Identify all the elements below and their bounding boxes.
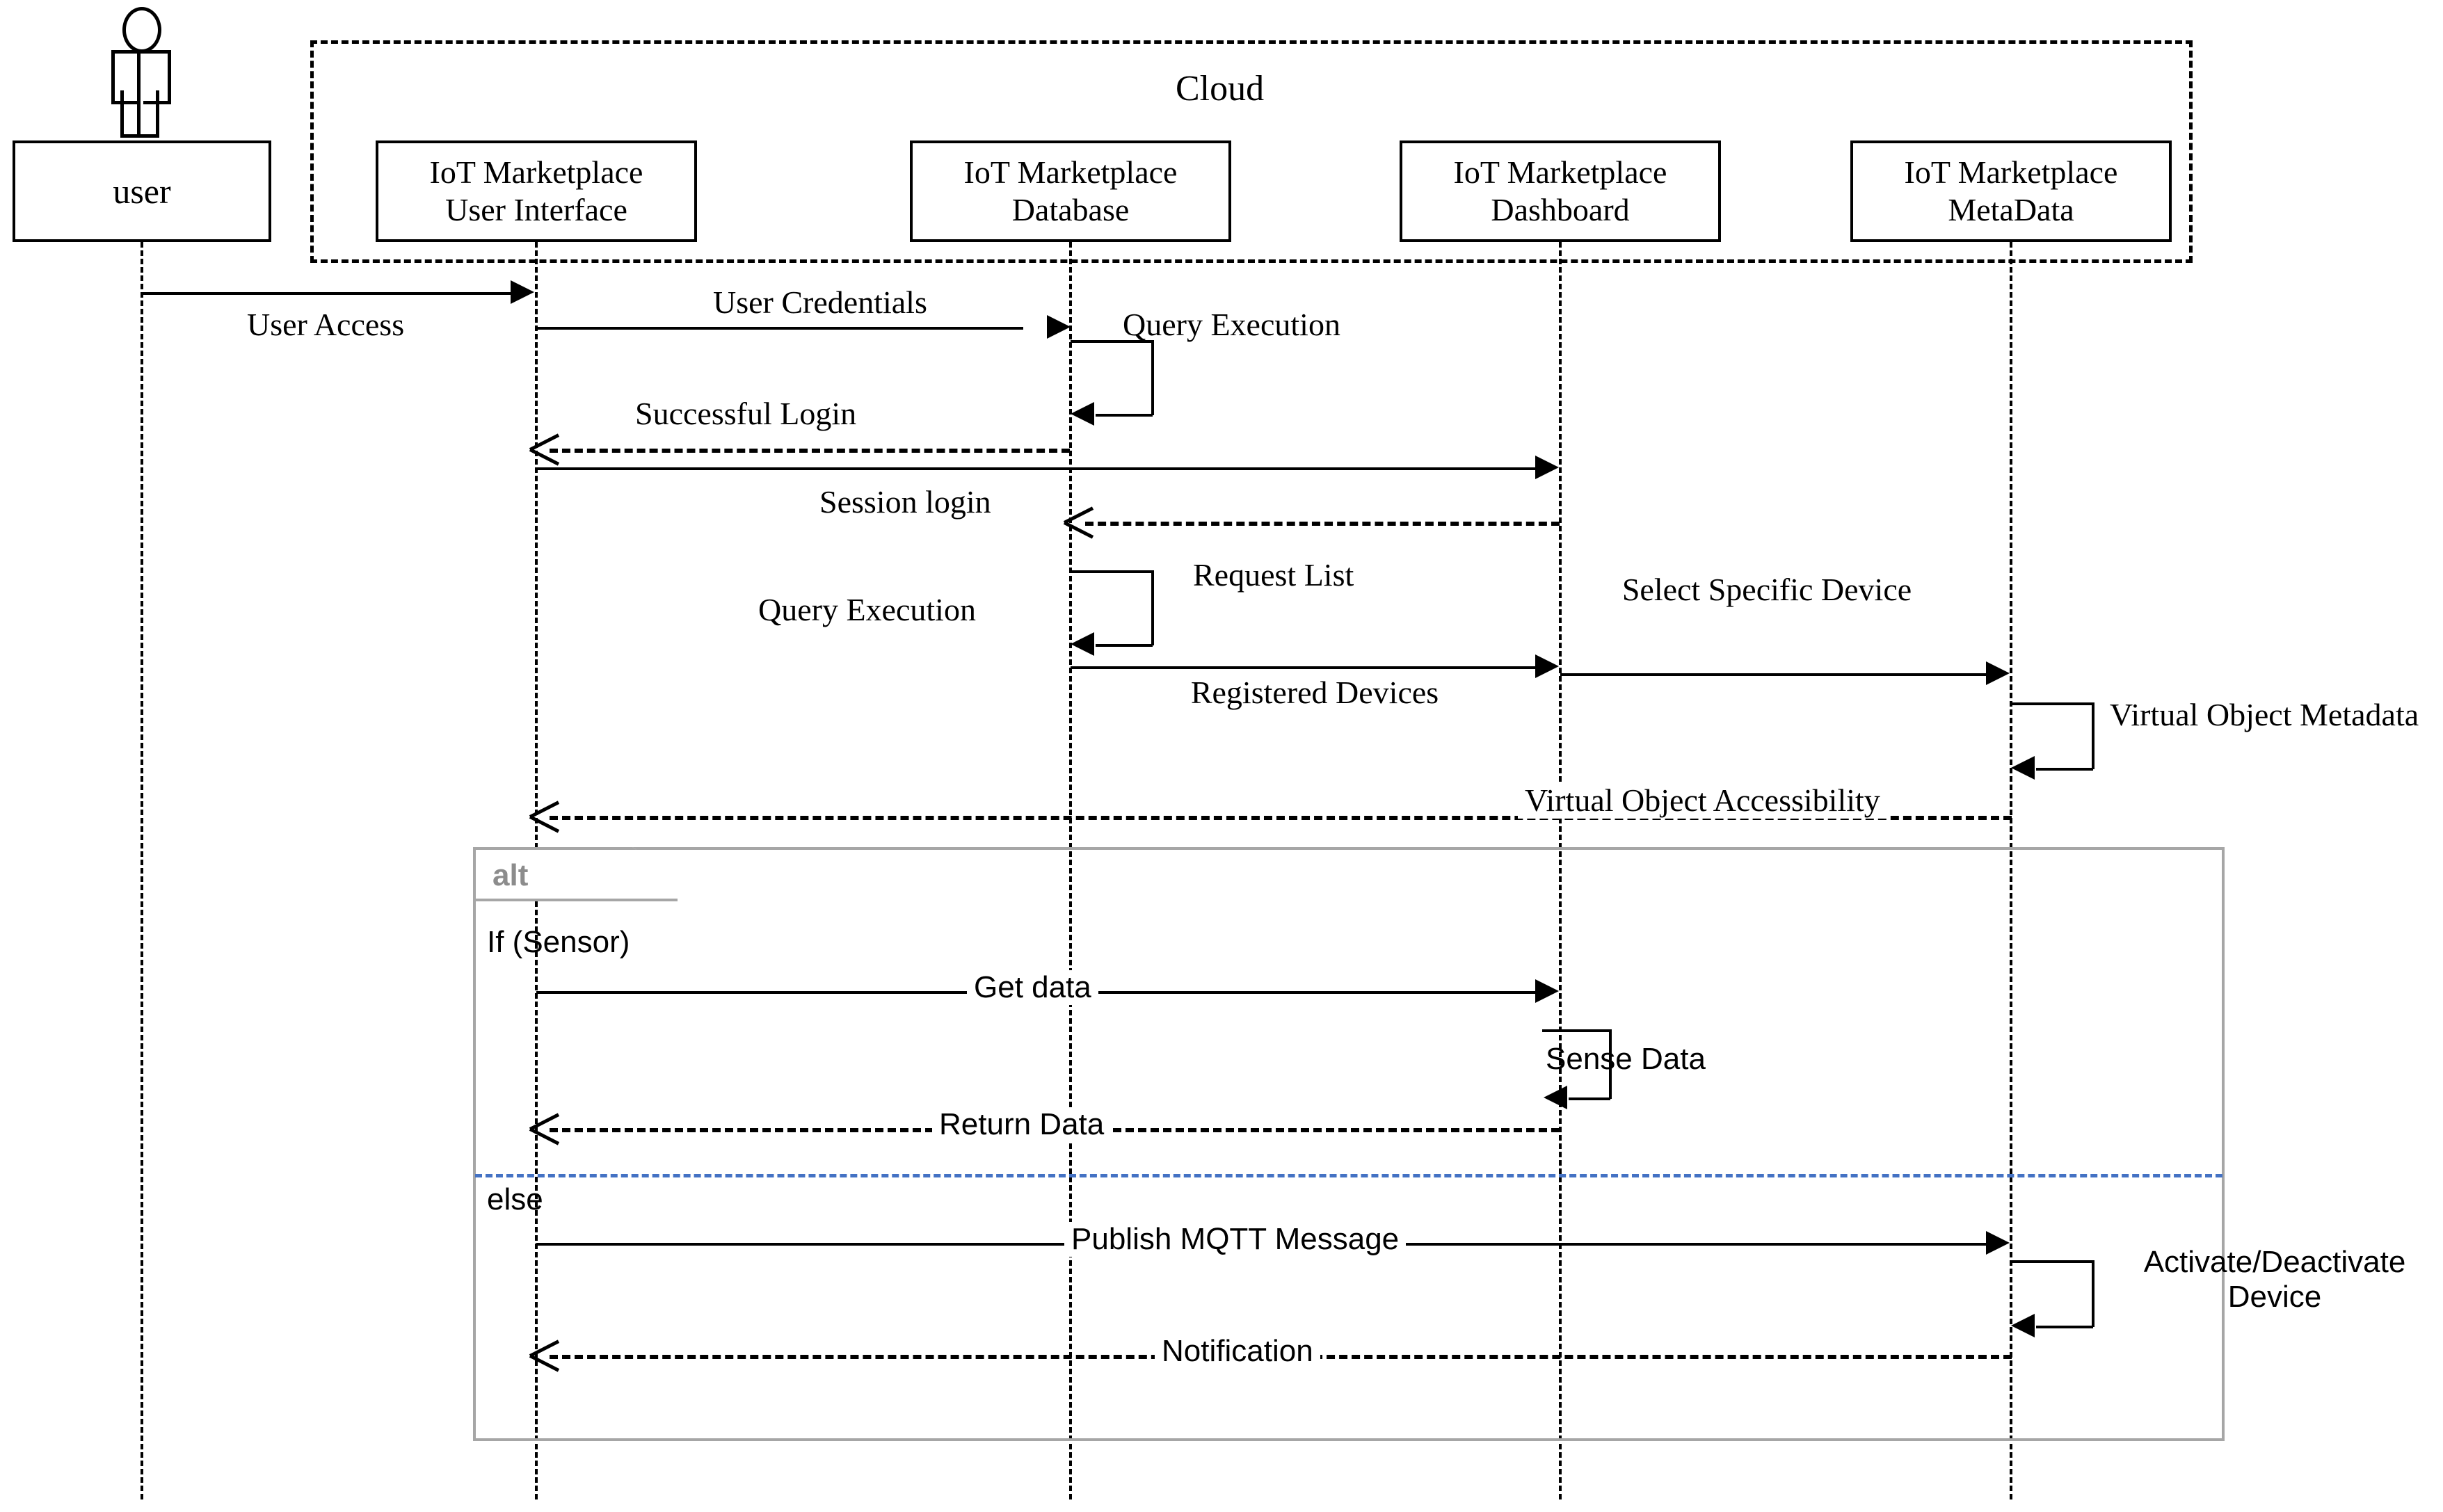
lifeline-dashboard-label2: Dashboard [1491, 192, 1630, 227]
selfmsg-bottom-query-execution-1 [1096, 414, 1153, 417]
message-label-return-data: Return Data [932, 1107, 1112, 1142]
arrowhead-sense-data [1544, 1086, 1567, 1109]
lifeline-metadata [2010, 242, 2012, 1499]
arrowhead-successful-login [530, 433, 559, 464]
selfmsg-side-query-execution-1 [1151, 340, 1154, 415]
lifeline-header-dashboard[interactable]: IoT Marketplace Dashboard [1400, 140, 1721, 242]
cloud-frame-label: Cloud [1176, 69, 1265, 108]
message-arrow-user-credentials [536, 327, 1023, 330]
message-label-activate-deactivate-device: Activate/Deactivate Device [2143, 1245, 2406, 1314]
message-label-virtual-object-accessibility: Virtual Object Accessibility [1518, 782, 1887, 819]
alt-operand-separator [475, 1174, 2222, 1177]
arrowhead-publish-mqtt-message [1986, 1231, 2010, 1255]
message-label-query-execution-1: Query Execution [1123, 307, 1340, 342]
arrowhead-registered-devices [1535, 654, 1559, 678]
arrowhead-virtual-object-accessibility [530, 801, 559, 831]
arrowhead-return-data [530, 1113, 559, 1143]
alt-guard-if-sensor: If (Sensor) [487, 925, 630, 959]
arrowhead-notification [530, 1340, 559, 1370]
message-label-user-credentials: User Credentials [706, 284, 934, 321]
selfmsg-top-virtual-object-metadata [2011, 702, 2094, 705]
actor-stick-figure [97, 7, 188, 138]
message-label-get-data: Get data [967, 970, 1098, 1005]
lifeline-metadata-label1: IoT Marketplace [1904, 154, 2118, 190]
message-arrow-session-login [536, 467, 1537, 470]
lifeline-metadata-label2: MetaData [1948, 192, 2074, 227]
arrowhead-user-access [511, 280, 534, 304]
lifeline-dashboard-label1: IoT Marketplace [1453, 154, 1667, 190]
arrowhead-get-data [1535, 979, 1559, 1003]
arrowhead-user-credentials [1047, 315, 1071, 339]
alt-combined-fragment [473, 847, 2225, 1441]
alt-fragment-tab [473, 847, 678, 901]
arrowhead-session-login [1535, 456, 1559, 479]
selfmsg-bottom-query-execution-2 [1096, 644, 1153, 647]
message-arrow-virtual-object-accessibility [550, 816, 2012, 820]
lifeline-db-label1: IoT Marketplace [963, 154, 1178, 190]
lifeline-user [141, 242, 143, 1499]
message-label-successful-login: Successful Login [628, 395, 864, 432]
lifeline-header-ui[interactable]: IoT Marketplace User Interface [376, 140, 697, 242]
arrowhead-query-execution-1 [1071, 402, 1094, 426]
alt-guard-else: else [487, 1182, 543, 1216]
selfmsg-top-query-execution-1 [1071, 340, 1154, 343]
message-label-request-list: Request List [1186, 556, 1361, 593]
selfmsg-bottom-sense-data [1569, 1097, 1610, 1100]
alt-fragment-label: alt [492, 858, 529, 892]
lifeline-ui-label2: User Interface [445, 192, 627, 227]
cloud-boundary-frame [310, 40, 2193, 263]
message-label-session-login: Session login [812, 483, 998, 520]
lifeline-ui-label1: IoT Marketplace [429, 154, 643, 190]
message-label-registered-devices: Registered Devices [1190, 675, 1439, 710]
lifeline-user-label: user [113, 171, 171, 211]
lifeline-db [1069, 242, 1072, 1499]
selfmsg-top-activate-deactivate-device [2011, 1260, 2094, 1263]
selfmsg-side-activate-deactivate-device [2092, 1260, 2094, 1327]
arrowhead-virtual-object-metadata [2011, 756, 2035, 780]
selfmsg-side-query-execution-2 [1151, 570, 1154, 645]
message-arrow-user-access [142, 292, 511, 295]
message-label-user-access: User Access [247, 307, 405, 342]
lifeline-header-db[interactable]: IoT Marketplace Database [910, 140, 1231, 242]
message-arrow-request-list [1085, 522, 1560, 526]
selfmsg-top-query-execution-2 [1071, 570, 1154, 573]
lifeline-header-user[interactable]: user [13, 140, 271, 242]
message-arrow-registered-devices [1071, 666, 1537, 669]
arrowhead-select-specific-device [1986, 661, 2010, 685]
selfmsg-side-sense-data [1609, 1029, 1612, 1099]
arrowhead-activate-deactivate-device [2011, 1314, 2035, 1337]
selfmsg-top-sense-data [1542, 1029, 1612, 1032]
lifeline-dashboard [1559, 242, 1562, 1499]
arrowhead-request-list [1064, 506, 1094, 537]
message-label-publish-mqtt-message: Publish MQTT Message [1064, 1222, 1407, 1257]
message-label-virtual-object-metadata: Virtual Object Metadata [2109, 697, 2419, 732]
message-label-sense-data: Sense Data [1546, 1042, 1706, 1076]
selfmsg-bottom-virtual-object-metadata [2036, 768, 2093, 771]
message-label-select-specific-device: Select Specific Device [1621, 572, 1912, 607]
lifeline-header-metadata[interactable]: IoT Marketplace MetaData [1850, 140, 2172, 242]
message-arrow-select-specific-device [1560, 673, 1986, 676]
message-arrow-successful-login [550, 449, 1070, 453]
arrowhead-query-execution-2 [1071, 632, 1094, 656]
lifeline-db-label2: Database [1011, 192, 1130, 227]
message-label-notification: Notification [1155, 1334, 1320, 1369]
selfmsg-side-virtual-object-metadata [2092, 702, 2094, 769]
selfmsg-bottom-activate-deactivate-device [2036, 1326, 2093, 1328]
message-label-query-execution-2: Query Execution [758, 592, 976, 627]
